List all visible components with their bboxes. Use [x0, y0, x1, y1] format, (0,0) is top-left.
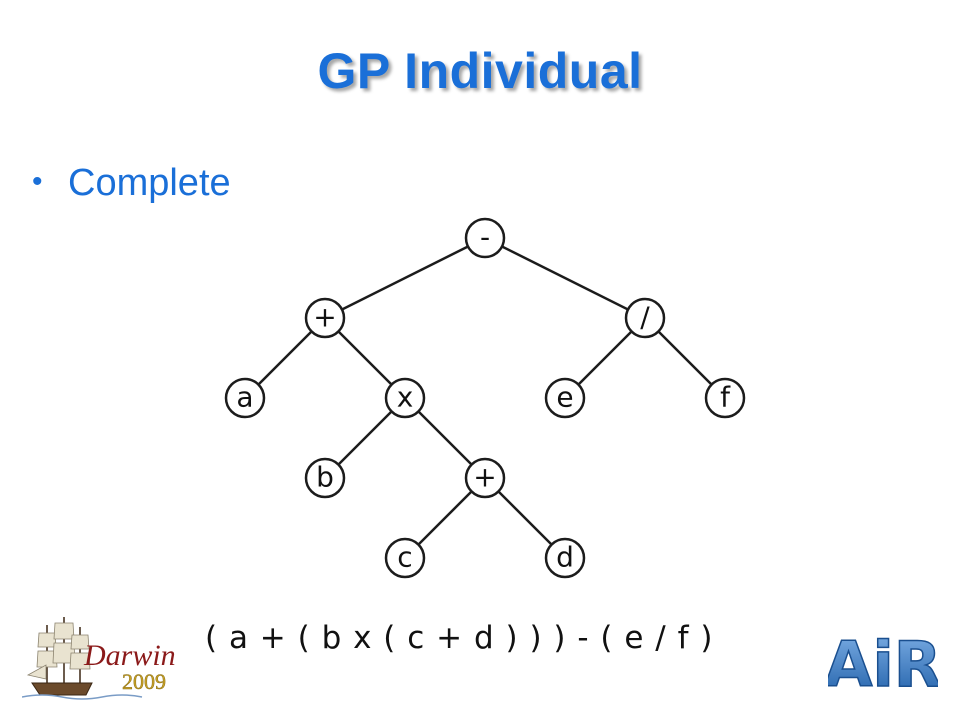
tree-node-d: d	[544, 537, 586, 579]
air-logo: AiR	[828, 627, 938, 698]
tree-node-label: +	[473, 461, 496, 494]
tree-node-a: a	[224, 377, 266, 419]
tree-node-div: /	[624, 297, 666, 339]
tree-node-label: d	[556, 541, 574, 574]
tree-node-plus1: +	[304, 297, 346, 339]
air-logo-text: AiR	[828, 628, 938, 698]
tree-edge-root-div	[484, 236, 646, 320]
tree-node-label: b	[316, 461, 334, 494]
tree-node-label: f	[720, 381, 731, 414]
tree-edge-root-plus1	[324, 236, 486, 320]
darwin-logo-year: 2009	[122, 669, 166, 694]
bullet-item: • Complete	[32, 162, 231, 205]
tree-node-label: c	[397, 541, 412, 574]
tree-node-c: c	[384, 537, 426, 579]
tree-node-circle	[624, 297, 666, 339]
tree-node-plus2: +	[464, 457, 506, 499]
tree-node-label: e	[556, 381, 573, 414]
tree-node-root: -	[464, 217, 506, 259]
tree-node-circle	[464, 457, 506, 499]
tree-node-label: +	[313, 301, 336, 334]
tree-node-circle	[544, 537, 586, 579]
darwin-logo-text: Darwin	[83, 639, 176, 672]
tree-node-b: b	[304, 457, 346, 499]
bullet-text: Complete	[68, 162, 231, 204]
tree-node-circle	[384, 377, 426, 419]
expression-text: ( a + ( b x ( c + d ) ) ) - ( e / f )	[205, 620, 714, 656]
tree-nodes: - + / a x e f b + c d	[224, 217, 746, 579]
tree-node-circle	[304, 297, 346, 339]
slide-title: GP Individual	[317, 43, 643, 99]
tree-node-e: e	[544, 377, 586, 419]
tree-node-circle	[464, 217, 506, 259]
tree-node-label: -	[480, 221, 490, 254]
tree-node-circle	[384, 537, 426, 579]
tree-node-f: f	[704, 377, 746, 419]
tree-node-label: x	[397, 381, 414, 414]
tree-node-times: x	[384, 377, 426, 419]
tree-node-circle	[224, 377, 266, 419]
bullet-dot-icon: •	[32, 165, 43, 198]
tree-node-label: /	[640, 301, 650, 334]
tree-node-circle	[544, 377, 586, 419]
tree-node-label: a	[236, 381, 253, 414]
tree-edges	[244, 236, 726, 559]
tree-node-circle	[304, 457, 346, 499]
darwin-ship-logo: Darwin 2009	[22, 617, 176, 700]
tree-node-circle	[704, 377, 746, 419]
